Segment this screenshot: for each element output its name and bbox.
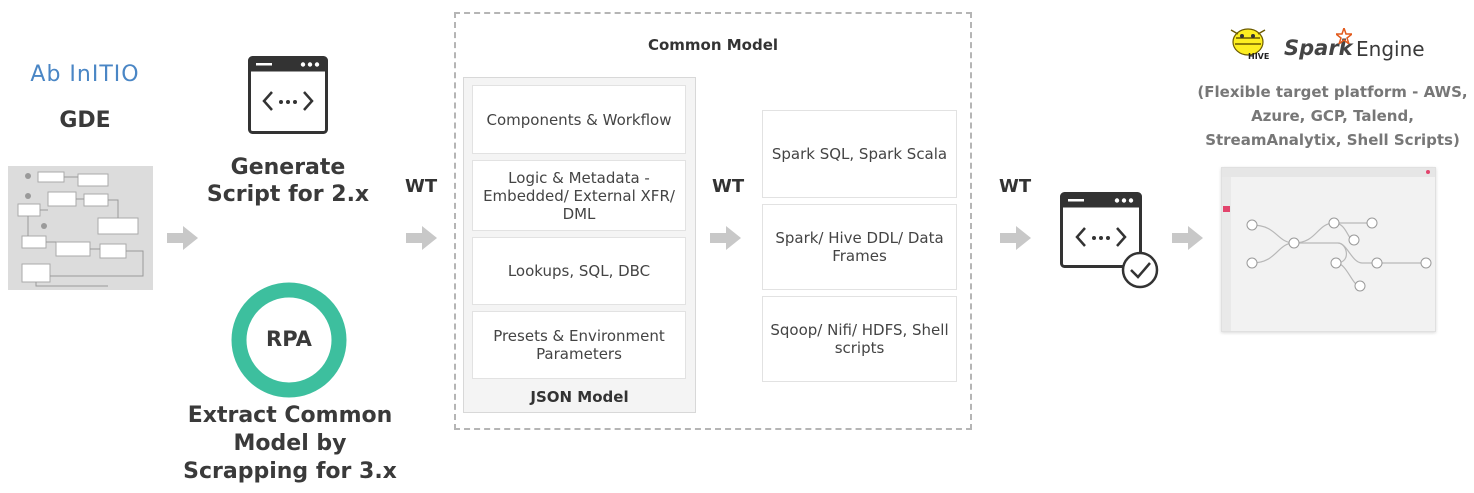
json-item-logic-metadata: Logic & Metadata - Embedded/ External XF…: [472, 160, 686, 231]
target-platform-screenshot: [1221, 167, 1436, 332]
wt-label-1: WT: [405, 176, 438, 197]
common-model-title: Common Model: [647, 36, 779, 54]
wt-label-2: WT: [712, 176, 745, 197]
json-item-presets: Presets & Environment Parameters: [472, 311, 686, 379]
pipeline-canvas-drawing: [1222, 168, 1435, 331]
json-model-title: JSON Model: [530, 388, 629, 406]
gde-graph-drawing: [17, 171, 144, 287]
spark-star-icon: [1333, 25, 1355, 47]
spark-logo-text: Spark: [1284, 36, 1353, 60]
wt-label-3: WT: [999, 176, 1032, 197]
hive-label: HIVE: [1248, 52, 1270, 61]
flow-arrow-4: [1000, 226, 1031, 250]
json-item-components: Components & Workflow: [472, 85, 686, 154]
extract-model-label: Extract Common Model by Scrapping for 3.…: [183, 403, 397, 484]
output-sqoop-nifi: Sqoop/ Nifi/ HDFS, Shell scripts: [762, 296, 957, 382]
flow-arrow-5: [1172, 226, 1203, 250]
common-model-container: [454, 12, 972, 430]
rpa-badge: RPA: [230, 281, 348, 399]
hive-logo-icon: HIVE: [1226, 24, 1270, 64]
platform-note: (Flexible target platform - AWS, Azure, …: [1197, 83, 1468, 149]
flow-arrow-2: [406, 226, 437, 250]
gde-graph-thumbnail: [8, 166, 153, 290]
flow-arrow-1: [167, 226, 198, 250]
rpa-label: RPA: [266, 327, 312, 351]
output-spark-sql: Spark SQL, Spark Scala: [762, 110, 957, 198]
abinitio-logo: Ab InITIO: [30, 62, 140, 87]
script-icon: [248, 56, 328, 134]
output-spark-hive: Spark/ Hive DDL/ Data Frames: [762, 204, 957, 290]
verified-script-icon: [1060, 192, 1160, 292]
gde-label: GDE: [59, 108, 111, 133]
flow-arrow-3: [710, 226, 741, 250]
generate-script-label: Generate Script for 2.x: [206, 155, 370, 207]
engine-label: Engine: [1356, 37, 1425, 61]
json-item-lookups: Lookups, SQL, DBC: [472, 237, 686, 305]
